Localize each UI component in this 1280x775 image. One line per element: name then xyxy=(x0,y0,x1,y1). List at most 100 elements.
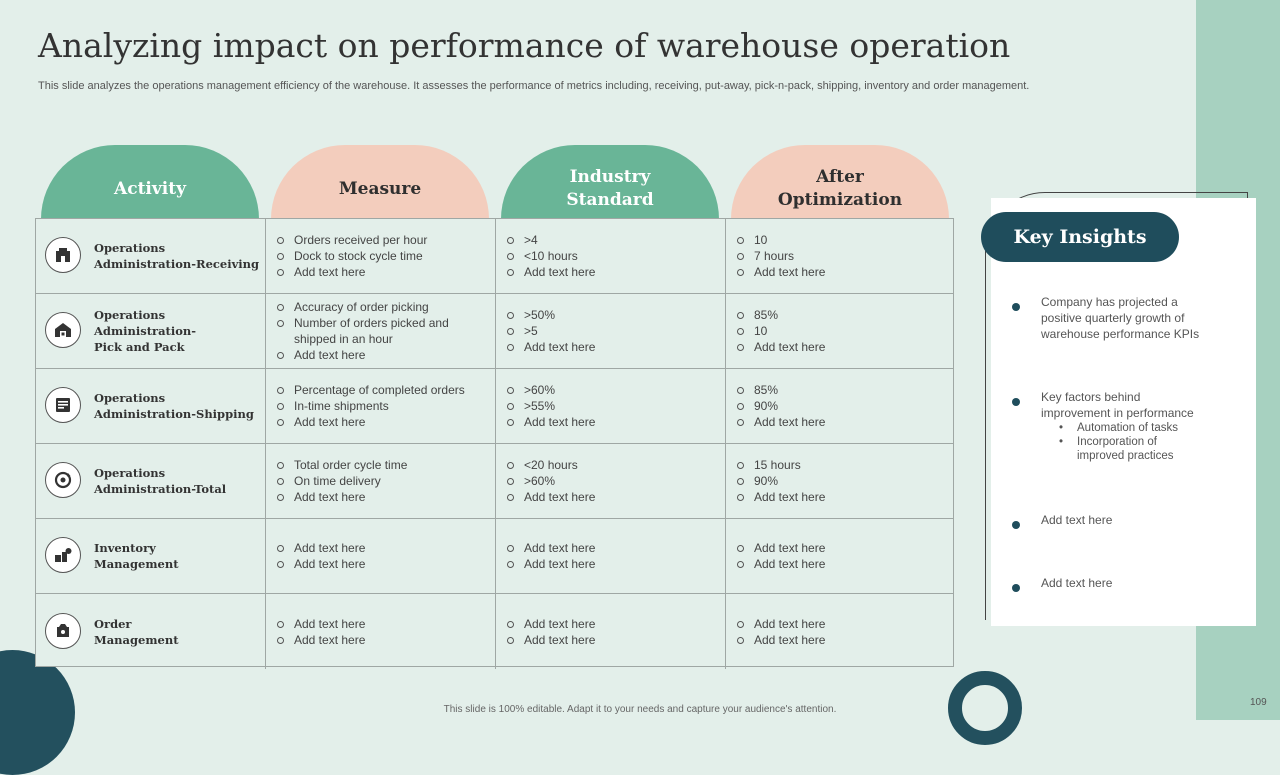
list-item: Total order cycle time xyxy=(276,457,481,473)
pick-and-pack-icon xyxy=(45,312,81,348)
list-item: Add text here xyxy=(276,264,481,280)
slide-subtitle: This slide analyzes the operations manag… xyxy=(38,80,1030,92)
list-item: Add text here xyxy=(736,414,941,430)
activity-label-line: Operations xyxy=(94,241,166,255)
header-after-line2: Optimization xyxy=(777,190,903,210)
list-item: 90% xyxy=(736,398,941,414)
list-item: Add text here xyxy=(276,347,481,363)
header-measure-line: Measure xyxy=(338,178,422,199)
list-item: Add text here xyxy=(736,556,941,572)
list-item: Add text here xyxy=(506,556,711,572)
list-item: Add text here xyxy=(506,264,711,280)
insight-bullet-icon xyxy=(1012,303,1020,311)
header-activity: Activity xyxy=(41,145,259,219)
list-item: In-time shipments xyxy=(276,398,481,414)
warehouse-receiving-icon xyxy=(45,237,81,273)
shipping-icon xyxy=(45,387,81,423)
list-item: Dock to stock cycle time xyxy=(276,248,481,264)
key-insights-title: Key Insights xyxy=(981,212,1179,262)
insight-subitem: Automation of tasks xyxy=(1059,421,1202,435)
list-item: >60% xyxy=(506,473,711,489)
header-after-line1: After xyxy=(816,167,864,187)
list-item: >50% xyxy=(506,307,711,323)
activity-label-line: Operations xyxy=(94,308,166,322)
header-activity-line: Activity xyxy=(114,178,186,199)
list-item: Add text here xyxy=(276,540,481,556)
list-item: 15 hours xyxy=(736,457,941,473)
standard-list: <20 hours>60%Add text here xyxy=(506,457,711,505)
list-item: 10 xyxy=(736,323,941,339)
list-item: <20 hours xyxy=(506,457,711,473)
list-item: Add text here xyxy=(736,616,941,632)
slide-title: Analyzing impact on performance of wareh… xyxy=(38,26,1011,65)
activity-label-line: Administration-Total xyxy=(94,482,227,496)
list-item: Add text here xyxy=(506,616,711,632)
activity-label-line: Management xyxy=(94,632,179,647)
insight-item: Add text here xyxy=(1012,512,1202,529)
list-item: 90% xyxy=(736,473,941,489)
list-item: Add text here xyxy=(276,556,481,572)
list-item: >55% xyxy=(506,398,711,414)
list-item: Add text here xyxy=(736,632,941,648)
list-item: Percentage of completed orders xyxy=(276,382,481,398)
header-measure: Measure xyxy=(271,145,489,219)
list-item: Add text here xyxy=(736,264,941,280)
list-item: Add text here xyxy=(506,489,711,505)
activity-label-line: Pick and Pack xyxy=(94,340,185,354)
after-cell: 85%90%Add text here xyxy=(725,369,953,443)
list-item: Add text here xyxy=(276,632,481,648)
insight-bullet-icon xyxy=(1012,398,1020,406)
inventory-icon xyxy=(45,537,81,573)
insight-item: Add text here xyxy=(1012,575,1202,592)
list-item: Add text here xyxy=(506,632,711,648)
page-number: 109 xyxy=(1250,697,1267,708)
header-after-optimization: After Optimization xyxy=(731,145,949,219)
list-item: Orders received per hour xyxy=(276,232,481,248)
activity-label-line: Inventory xyxy=(94,541,156,555)
insight-bullet-icon xyxy=(1012,584,1020,592)
activity-label-line: Administration-Receiving xyxy=(94,257,260,271)
header-industry-standard: Industry Standard xyxy=(501,145,719,219)
activity-label-line: Administration- xyxy=(94,324,197,338)
list-item: Add text here xyxy=(276,414,481,430)
header-industry-line2: Standard xyxy=(566,190,654,210)
insight-text: Add text here xyxy=(1041,576,1113,590)
list-item: Add text here xyxy=(736,339,941,355)
list-item: Accuracy of order picking xyxy=(276,299,481,315)
